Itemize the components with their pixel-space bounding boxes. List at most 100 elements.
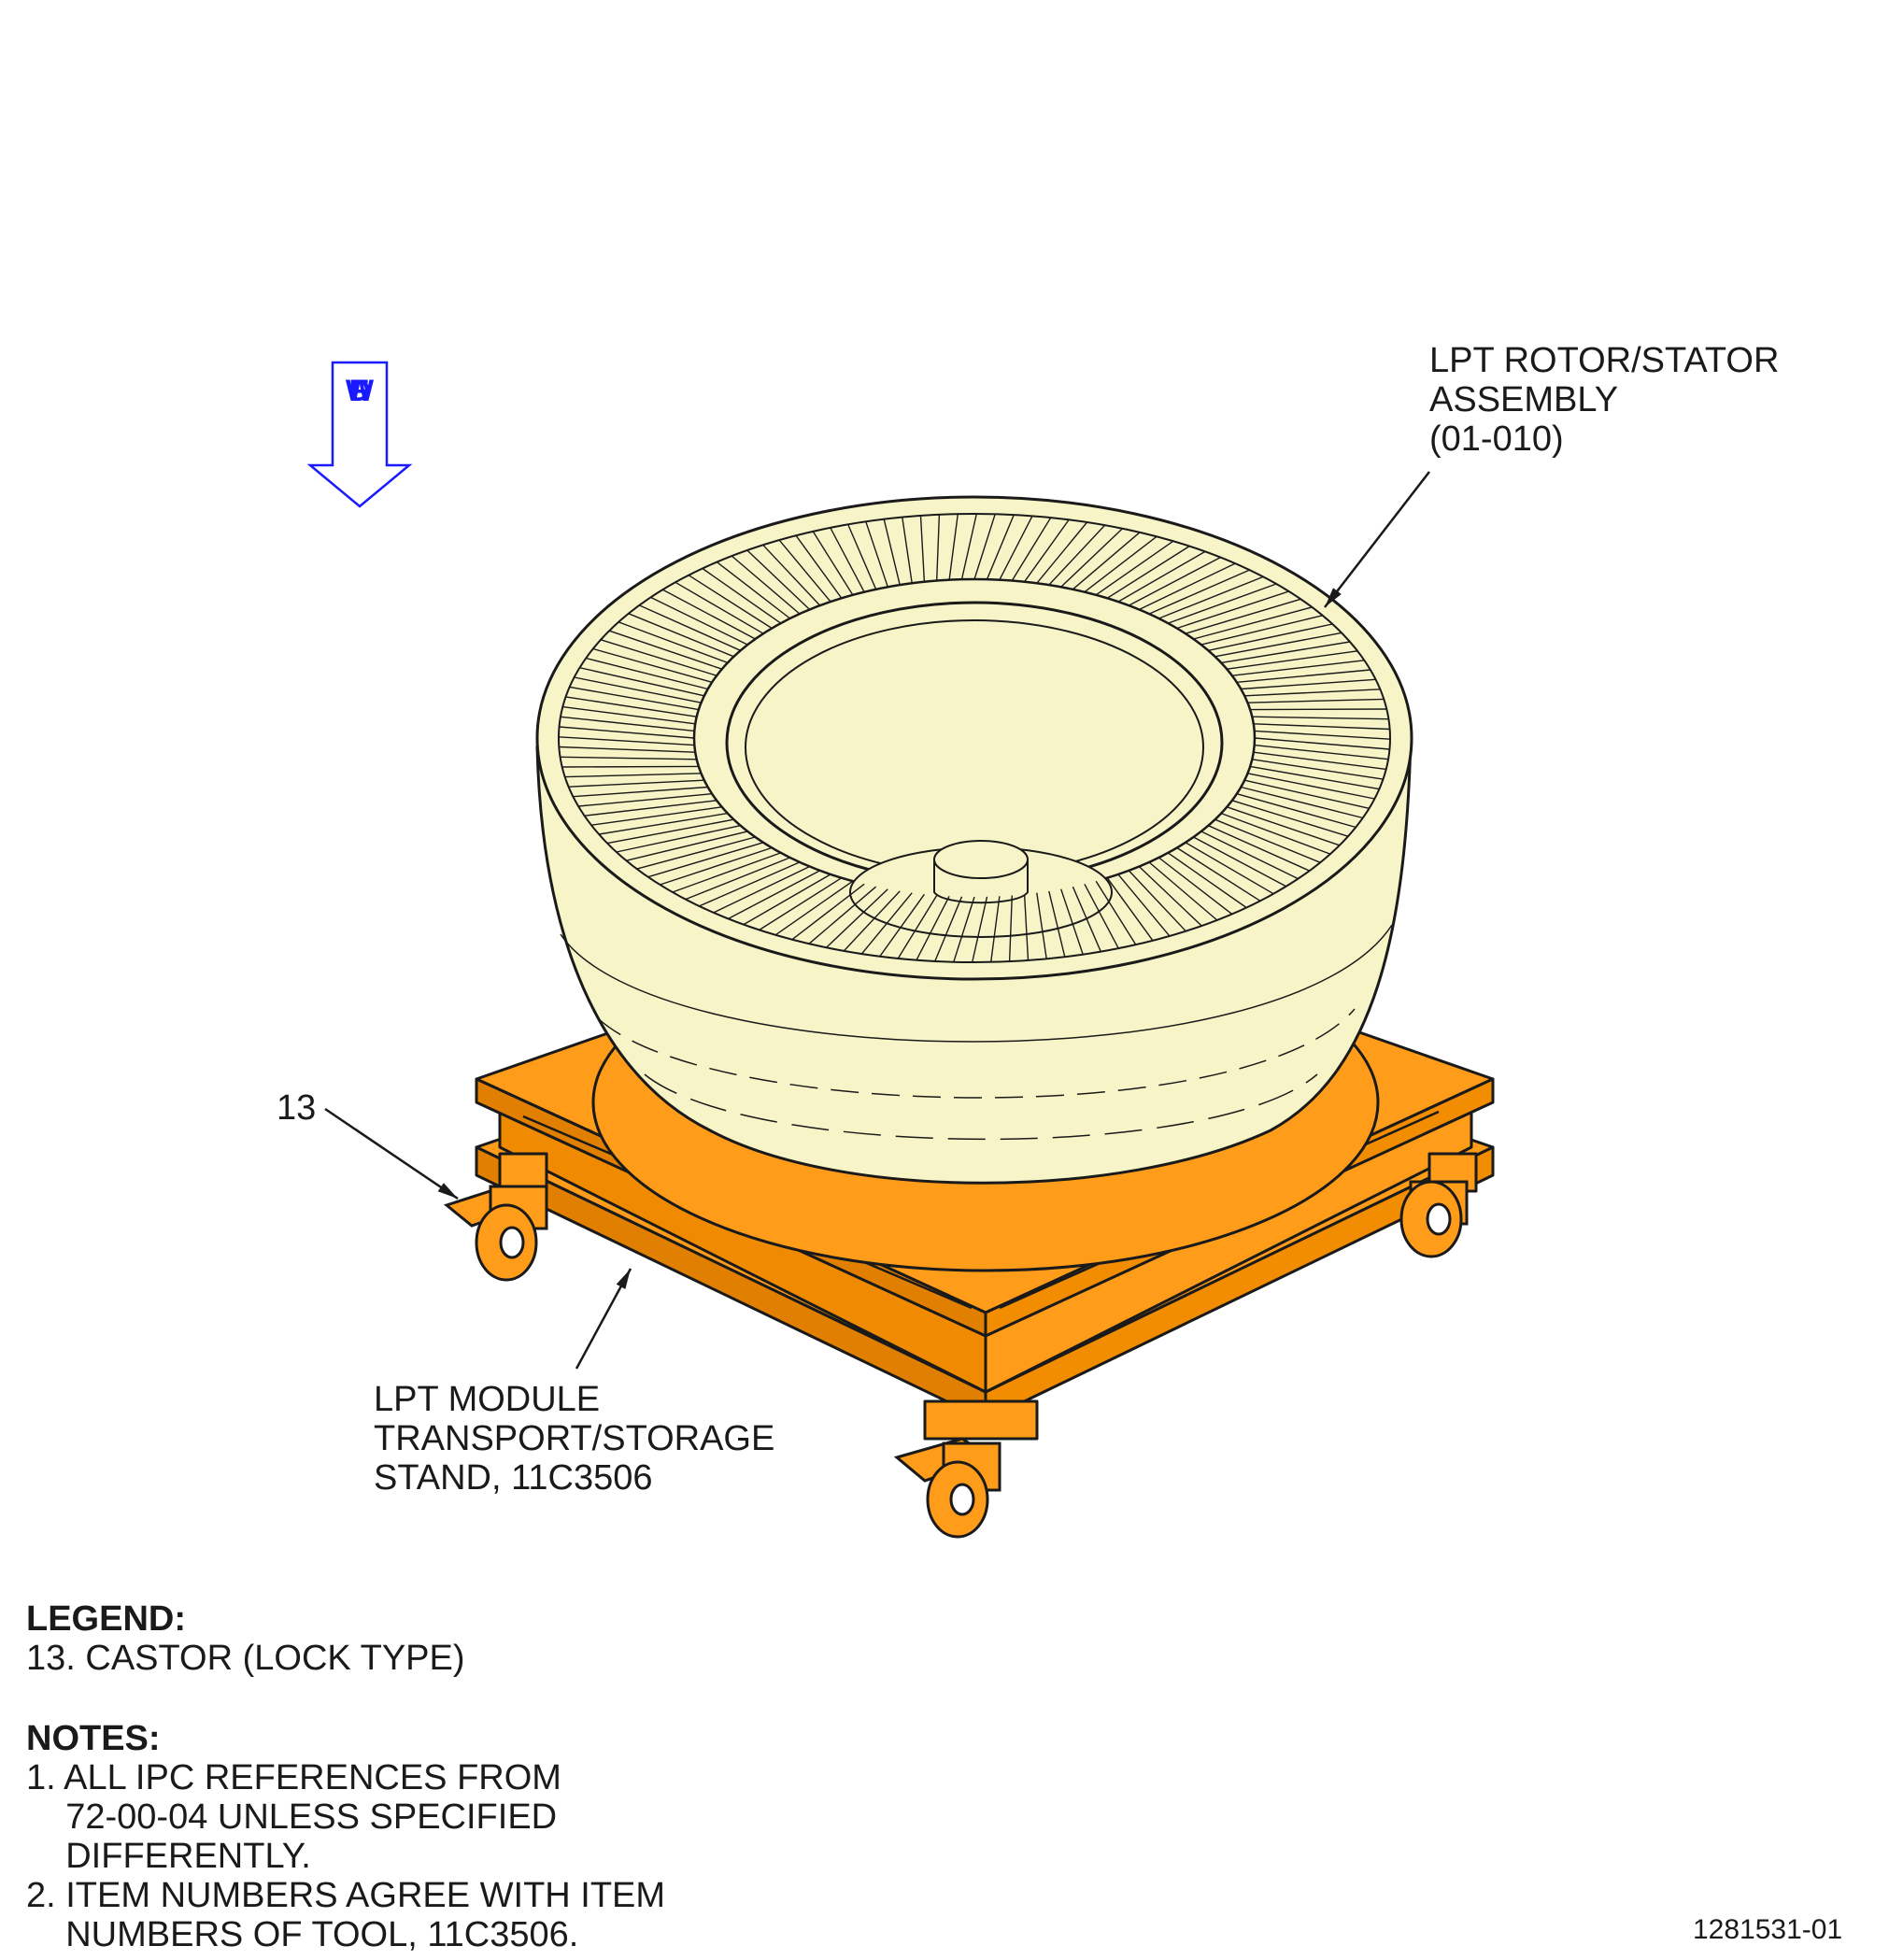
blade-line [660,846,773,886]
leader-item-13 [324,1107,459,1200]
fwd-letter-w: W [345,374,375,407]
blade-line [902,517,913,584]
blade-line [1106,546,1190,599]
blade-line [948,514,959,580]
blade-line [1138,865,1202,927]
blade-line [1220,812,1331,855]
callout-stand-line-3: STAND, 11C3506 [374,1458,653,1498]
leader-rotor-assembly [1324,471,1430,608]
blade-line [999,515,1033,581]
blade-line [573,786,708,798]
blade-line [639,604,741,651]
blade-line [1200,831,1299,880]
blade-line [1048,524,1106,586]
blade-line [713,865,811,914]
blade-line [1214,818,1321,863]
blade-line [746,549,811,611]
blade-line [559,746,696,753]
blade-line [688,575,773,630]
blade-line [812,531,854,596]
blade-line [808,886,877,944]
blade-line [685,857,790,901]
blade-line [1241,786,1363,819]
blade-line [1231,660,1365,676]
blade-line [1106,877,1154,942]
blade-line [934,896,963,962]
blade-line [1128,556,1221,606]
blade-line [1227,650,1358,670]
blade-line [584,800,717,817]
blade-line [647,842,764,878]
blade-line [564,773,702,778]
notes-line-2: 72-00-04 UNLESS SPECIFIED [26,1797,558,1837]
blade-line [560,716,695,732]
blade-line [1117,873,1171,937]
blade-line [762,544,821,606]
castor-front [893,1437,1001,1539]
blade-line [1036,521,1088,584]
castor-right [1399,1180,1469,1258]
blade-line [1227,806,1341,846]
blade-line [1023,894,1030,961]
blade-line [574,676,702,703]
blade-line [1250,765,1380,790]
blade-line [702,567,782,624]
blade-line [1208,623,1333,651]
blade-line [1158,857,1233,915]
blade-line [1117,550,1206,603]
blade-line [1236,793,1356,829]
blade-line [1252,759,1384,780]
blade-line [1084,535,1158,593]
blade-line [1176,846,1261,902]
blade-line [1084,883,1119,949]
blade-line [1176,590,1289,630]
callout-rotor-line-2: ASSEMBLY [1429,380,1619,419]
blade-line [990,896,1001,962]
lpt-rotor-stator-assembly [535,495,1413,1185]
blade-line [1236,669,1371,683]
legend-title: LEGEND: [26,1599,186,1639]
blade-line [897,895,938,959]
blade-line [1193,606,1313,640]
notes: NOTES: 1. ALL IPC REFERENCES FROM 72-00-… [26,1719,665,1954]
blade-line [1011,517,1052,581]
blade-line [972,896,988,963]
blade-line [960,513,977,580]
blade-line [1241,678,1376,690]
blade-line [1072,886,1101,952]
blade-line [830,527,865,593]
blade-line [1252,716,1389,720]
fwd-arrow-icon [306,361,413,508]
blade-line [743,873,831,926]
blade-line [728,870,821,920]
blade-line [1247,773,1375,800]
blade-line [716,561,791,619]
callout-item-13: 13 [277,1088,317,1128]
blade-line [1060,888,1084,955]
blade-line [1036,892,1047,959]
blade-line [919,515,926,582]
blade-line [1060,528,1123,588]
blade-line [1048,890,1066,958]
blade-line [1072,532,1141,590]
blade-line [558,736,695,746]
figure-id: 1281531-01 [1693,1914,1843,1945]
blade-line [1008,895,1013,962]
blade-line [1185,842,1274,895]
blade-line [860,892,913,955]
blade-line [973,514,996,580]
callout-rotor-assembly: LPT ROTOR/STATOR ASSEMBLY (01-010) [1429,341,1779,459]
blade-line [1231,800,1349,837]
blade-line [675,581,764,634]
blade-line [795,534,843,599]
notes-line-3: DIFFERENTLY. [26,1837,311,1876]
blade-line [1193,836,1286,888]
blade-line [759,877,843,930]
blade-line [843,890,901,952]
blade-line [778,539,831,603]
blade-line [561,765,699,768]
leader-stand [575,1268,632,1370]
callout-stand: LPT MODULE TRANSPORT/STORAGE STAND, 11C3… [374,1380,774,1498]
blade-line [628,613,734,658]
